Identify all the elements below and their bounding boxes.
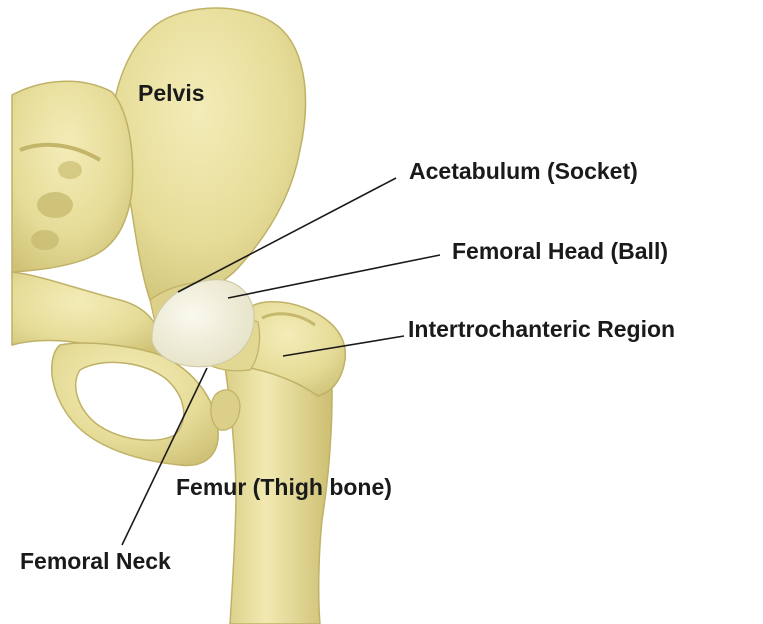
label-intertrochanteric-region: Intertrochanteric Region (408, 318, 675, 341)
label-pelvis: Pelvis (138, 82, 205, 105)
leader-line-femoral-head (228, 255, 440, 298)
sacral-foramen (37, 192, 73, 218)
iliac-wing (112, 8, 306, 300)
sacral-foramen (31, 230, 59, 250)
label-femoral-head: Femoral Head (Ball) (452, 240, 668, 263)
label-femoral-neck: Femoral Neck (20, 550, 171, 573)
label-acetabulum: Acetabulum (Socket) (409, 160, 638, 183)
sacral-foramen (58, 161, 82, 179)
label-femur: Femur (Thigh bone) (176, 476, 392, 499)
